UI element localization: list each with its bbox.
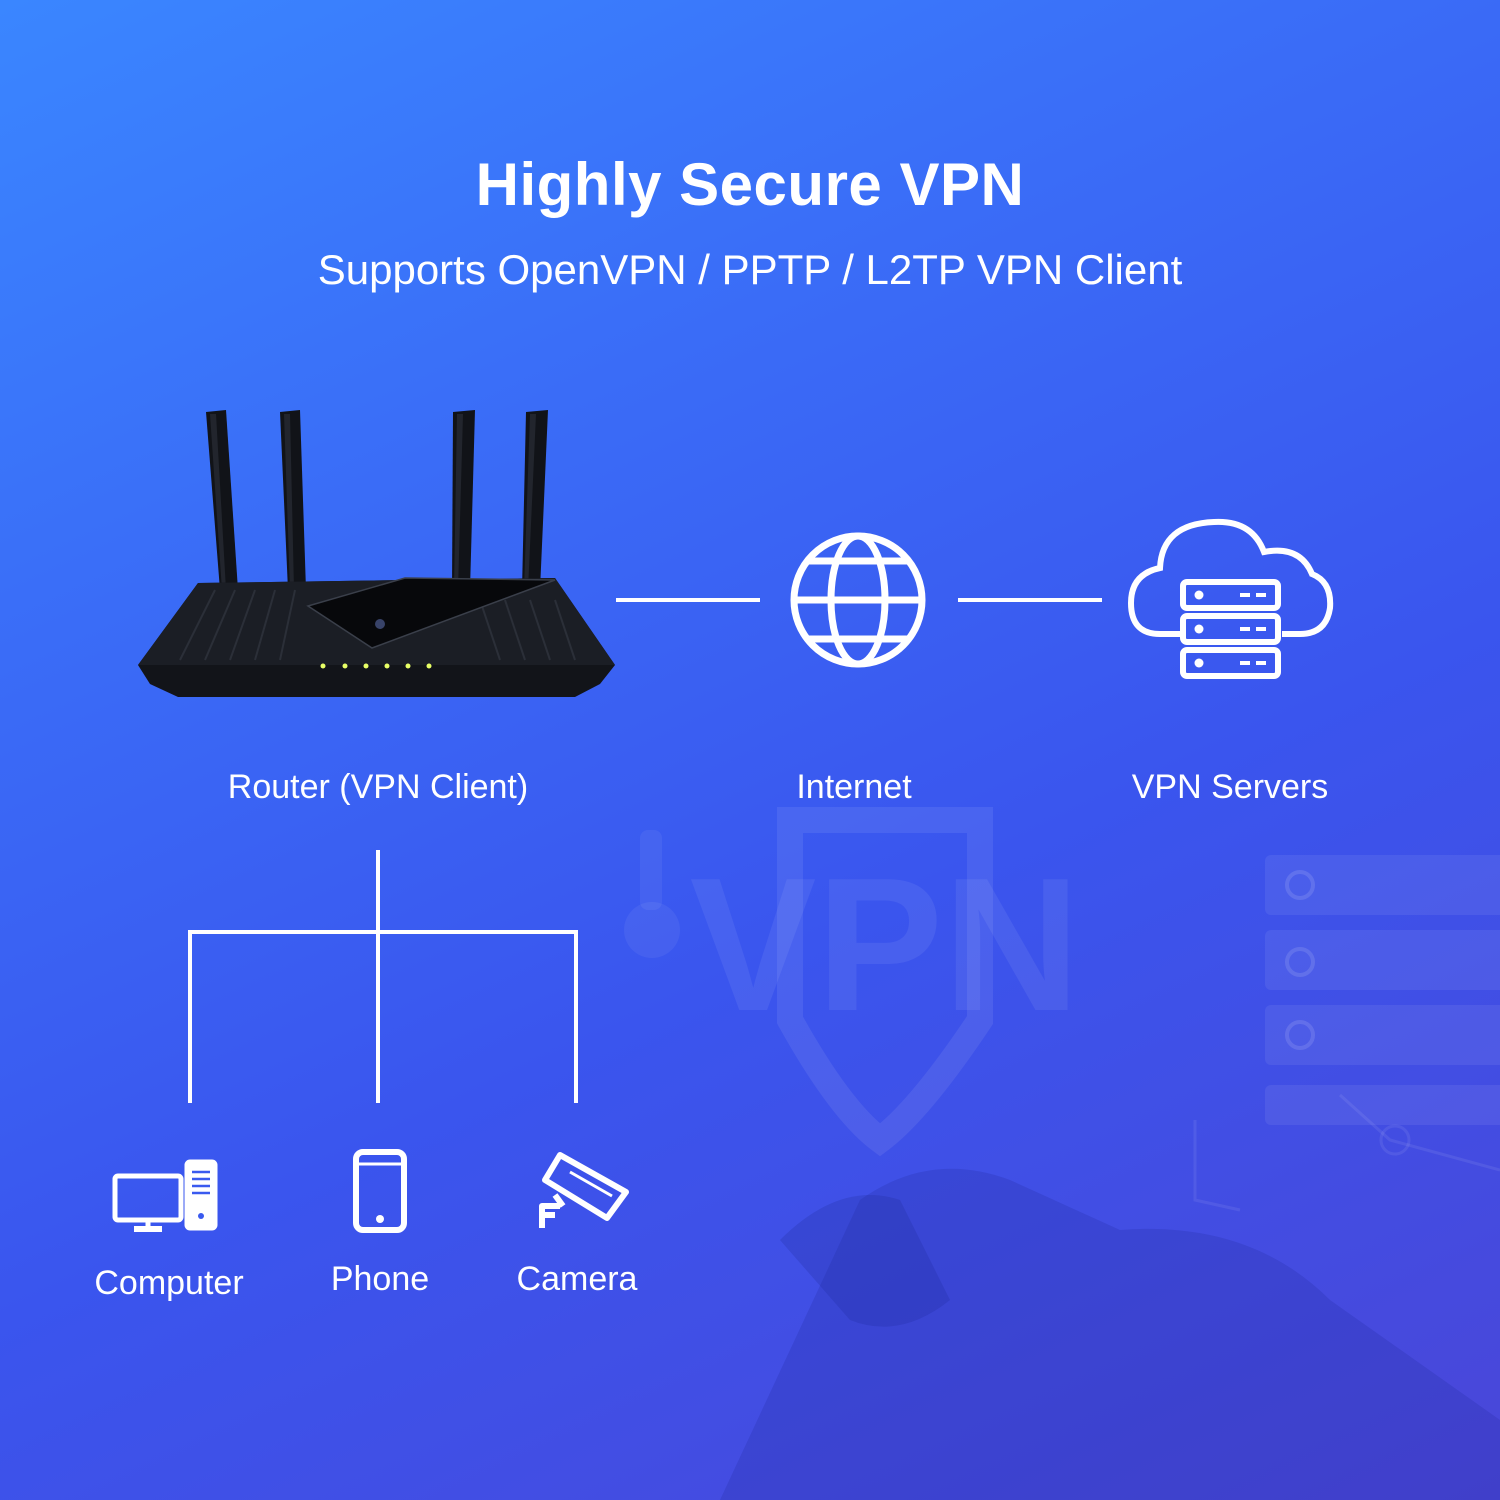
page-title: Highly Secure VPN	[475, 151, 1025, 218]
phone-icon	[353, 1149, 407, 1233]
circuit-lines-watermark	[1193, 1093, 1500, 1212]
vpn-shield-watermark	[777, 807, 993, 1157]
keyboard-hands-watermark	[720, 1168, 1500, 1500]
camera-label: Camera	[516, 1260, 638, 1298]
device-branch-line	[188, 930, 578, 1103]
router-image	[138, 410, 615, 697]
server-rack-watermark	[1265, 855, 1500, 1125]
connector-lines	[188, 598, 1102, 1103]
lock-watermark	[624, 830, 680, 958]
router-label: Router (VPN Client)	[227, 768, 529, 806]
vpn-servers-label: VPN Servers	[1131, 768, 1329, 806]
computer-icon	[112, 1159, 218, 1232]
server-rack-dots	[1285, 870, 1315, 1050]
internet-label: Internet	[796, 768, 912, 806]
camera-icon	[539, 1152, 629, 1228]
cloud-server-icon	[1127, 518, 1334, 679]
page-subtitle: Supports OpenVPN / PPTP / L2TP VPN Clien…	[317, 246, 1183, 293]
phone-label: Phone	[330, 1260, 430, 1298]
computer-label: Computer	[94, 1264, 244, 1302]
globe-icon	[790, 532, 926, 668]
vpn-watermark-text: VPN	[690, 839, 1081, 1051]
